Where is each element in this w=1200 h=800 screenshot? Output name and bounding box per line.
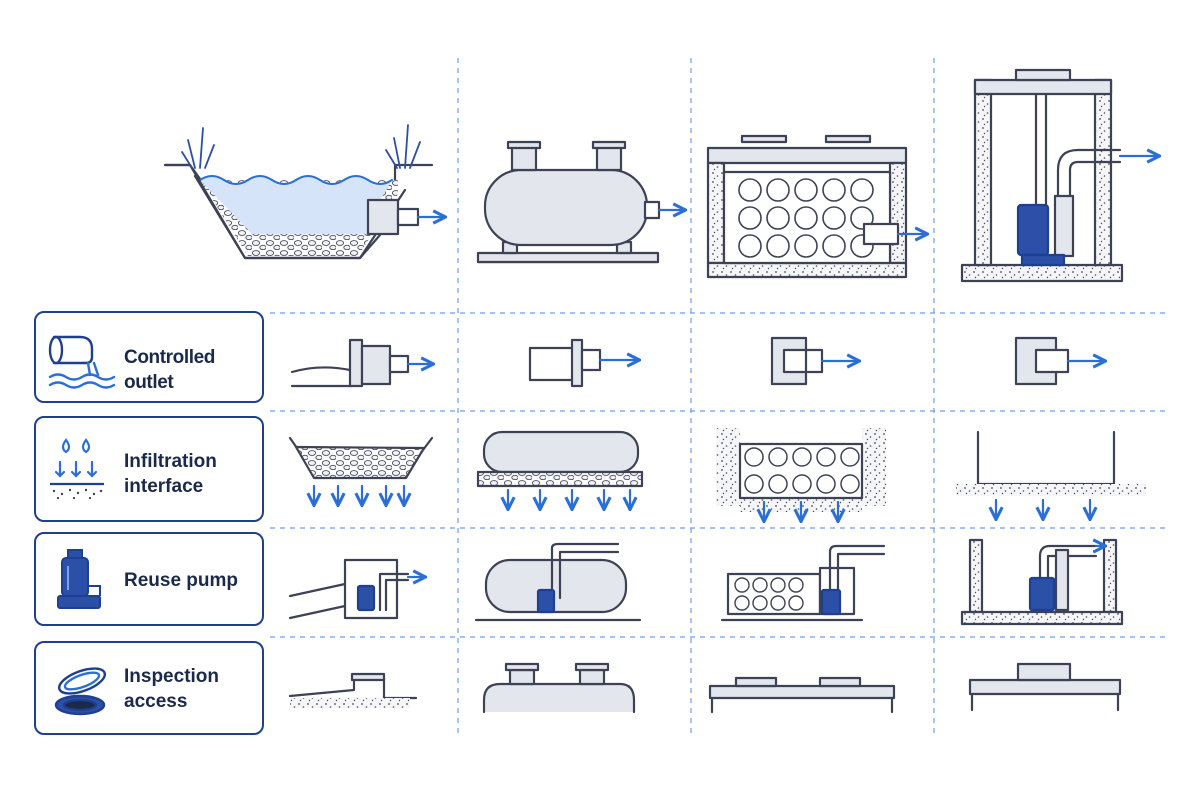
grid-lines — [270, 58, 1165, 738]
pump-row-cylinder — [474, 542, 642, 622]
row-label-text-line2: interface — [124, 476, 204, 497]
row-label-text-line1: Infiltration — [124, 451, 217, 472]
pipe-discharge-icon — [48, 335, 116, 389]
row-label-text-line1: Inspection — [124, 666, 220, 687]
crate-tank-system — [706, 134, 926, 279]
outlet-row-pond — [290, 338, 432, 388]
access-row-pond — [288, 672, 418, 708]
pump-row-pond — [288, 558, 424, 620]
outlet-row-chamber — [1014, 336, 1104, 386]
row-label-infiltration-interface: Infiltration interface — [34, 416, 264, 522]
row-label-text-line2: access — [124, 691, 188, 712]
pump-chamber-system — [960, 68, 1158, 283]
access-row-cylinder — [482, 662, 636, 714]
droplets-soil-icon — [50, 438, 104, 500]
row-label-controlled-outlet: Controlled outlet — [34, 311, 264, 403]
infiltration-row-pond — [288, 436, 434, 504]
row-label-reuse-pump: Reuse pump — [34, 532, 264, 626]
pump-row-crate — [720, 544, 886, 622]
submersible-pump-icon — [57, 549, 101, 609]
infiltration-row-cylinder — [476, 430, 644, 508]
manhole-cover-icon — [54, 667, 107, 716]
row-label-text: Reuse pump — [124, 570, 239, 591]
access-row-chamber — [968, 662, 1122, 712]
row-label-text: Controlled outlet — [124, 347, 215, 393]
row-label-inspection-access: Inspection access — [34, 641, 264, 735]
cylinder-tank-system — [476, 140, 684, 264]
infiltration-row-chamber — [956, 430, 1146, 518]
access-row-crate — [708, 676, 896, 714]
pump-row-chamber — [960, 540, 1124, 626]
infiltration-row-crate — [716, 428, 886, 520]
outlet-row-cylinder — [528, 338, 638, 388]
pond-system — [163, 124, 444, 260]
outlet-row-crate — [770, 336, 858, 386]
